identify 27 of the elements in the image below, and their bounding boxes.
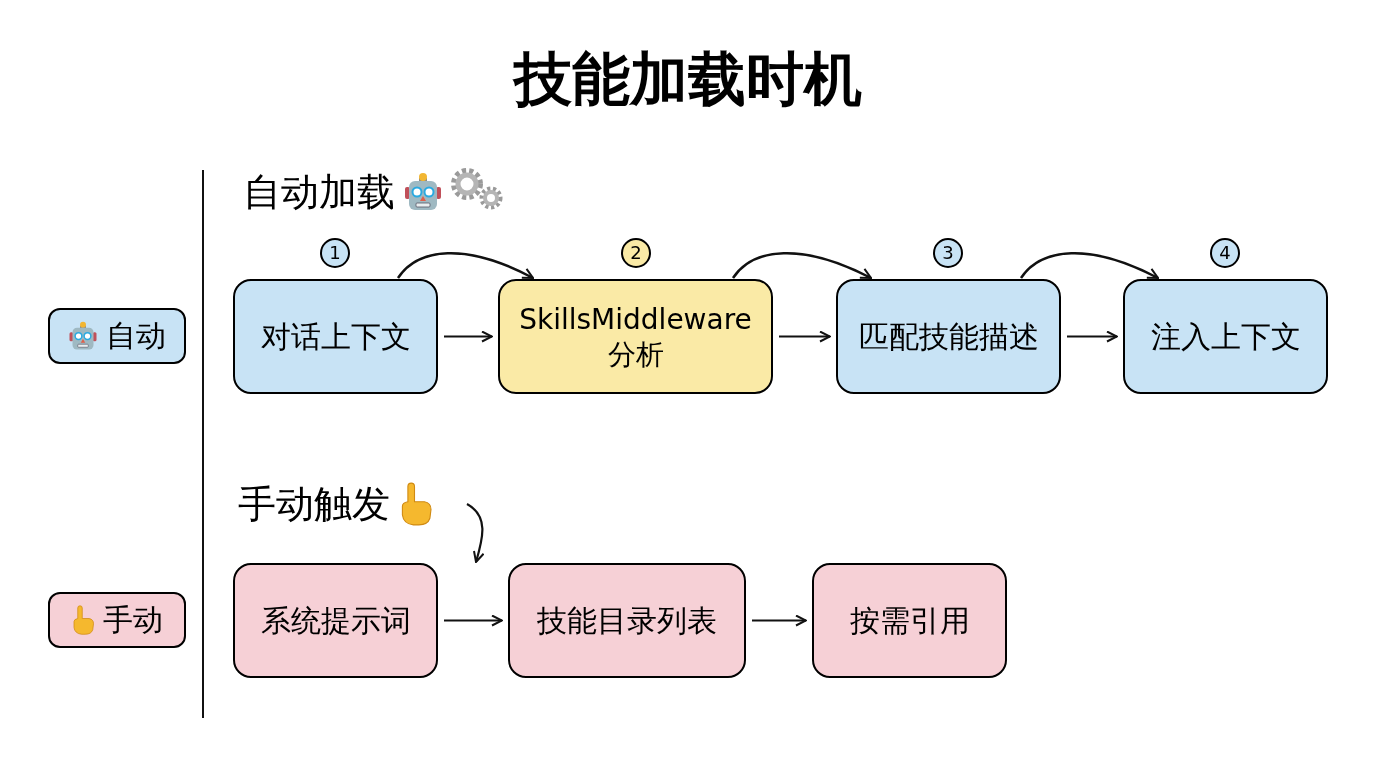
- process-box: 对话上下文: [233, 279, 438, 394]
- process-box: 按需引用: [812, 563, 1007, 678]
- arrow: [444, 330, 493, 343]
- badge-label: 自动: [106, 321, 166, 351]
- arrow: [444, 614, 503, 627]
- step-number: 2: [621, 238, 651, 268]
- process-box: 匹配技能描述: [836, 279, 1061, 394]
- process-box: 系统提示词: [233, 563, 438, 678]
- arrow: [397, 252, 534, 280]
- arrow: [1067, 330, 1118, 343]
- arrow: [1020, 252, 1159, 280]
- step-number: 4: [1210, 238, 1240, 268]
- legend-badge: [48, 308, 186, 364]
- section-heading: 手动触发: [238, 485, 390, 523]
- process-box: SkillsMiddleware 分析: [498, 279, 773, 394]
- diagram-title: 技能加载时机: [511, 50, 863, 108]
- section-heading: 自动加载: [243, 173, 395, 211]
- process-box: 技能目录列表: [508, 563, 746, 678]
- legend-badge: [48, 592, 186, 648]
- step-number: 3: [933, 238, 963, 268]
- arrow: [779, 330, 831, 343]
- badge-label: 手动: [103, 605, 163, 635]
- process-box: 注入上下文: [1123, 279, 1328, 394]
- arrow: [732, 252, 872, 280]
- arrow: [752, 614, 807, 627]
- arrow: [466, 503, 485, 563]
- step-number: 1: [320, 238, 350, 268]
